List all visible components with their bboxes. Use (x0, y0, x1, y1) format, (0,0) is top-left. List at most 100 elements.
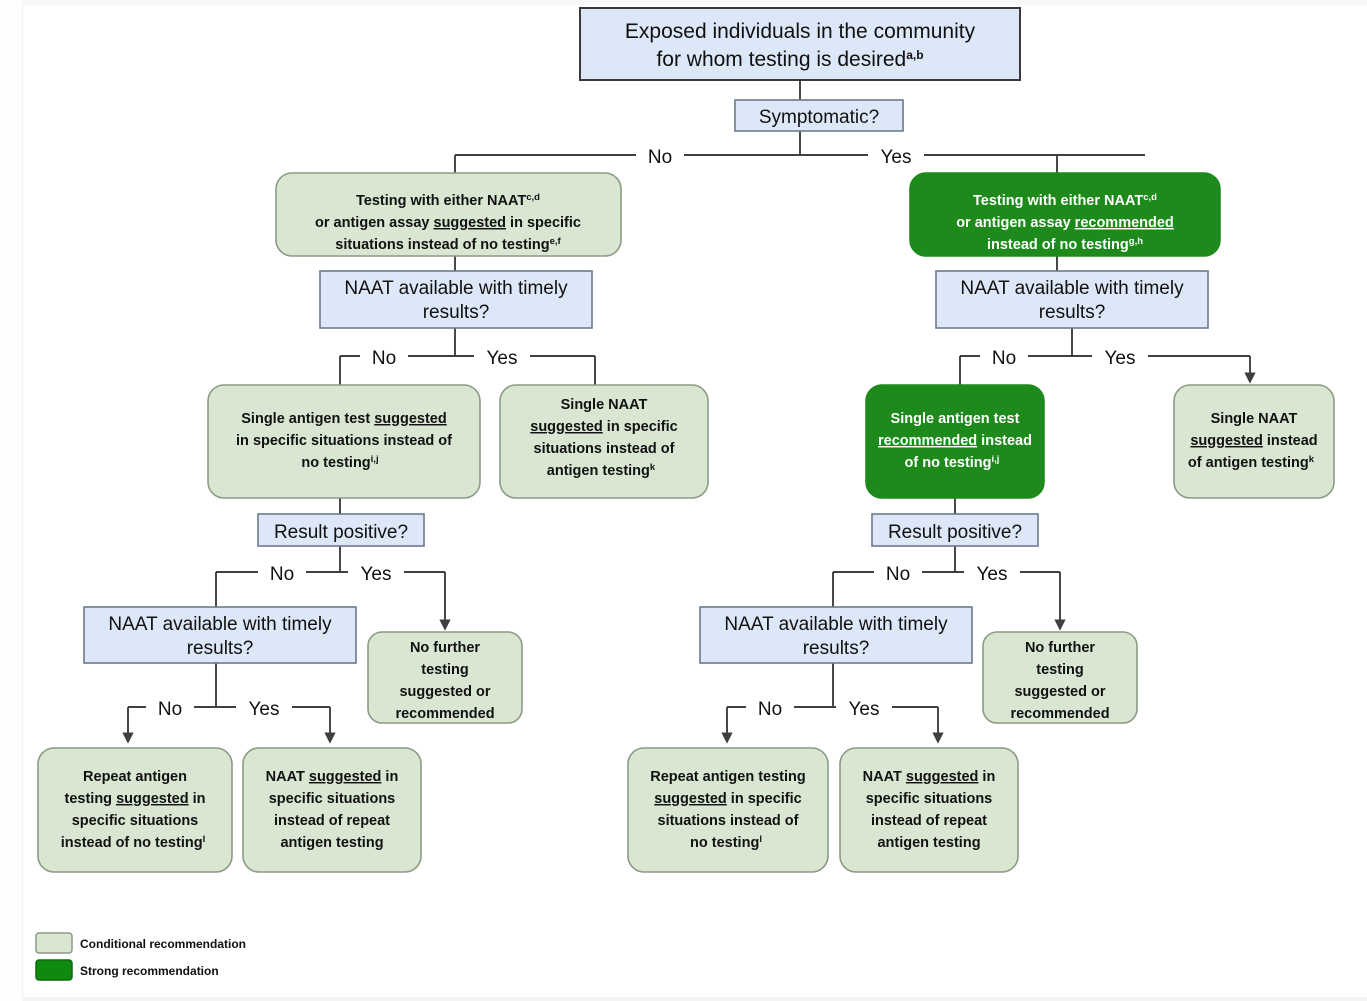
node-left-rec-top[interactable]: Testing with either NAATc,d or antigen a… (275, 172, 622, 257)
node-right-repeat-antigen-line1: Repeat antigen testing (650, 769, 806, 785)
node-left-repeat-antigen[interactable]: Repeat antigen testing suggested in spec… (37, 747, 233, 873)
branch-label-right-naat1-yes: Yes (1105, 348, 1136, 369)
node-decision-right-naat-1-line2: results? (1039, 302, 1106, 323)
node-decision-left-result-box[interactable] (257, 513, 425, 547)
legend-label-strong: Strong recommendation (80, 964, 219, 978)
node-root-box[interactable] (579, 7, 1021, 81)
node-left-naat-suggested-box[interactable] (242, 747, 422, 873)
node-right-single-naat-box[interactable] (1173, 384, 1335, 499)
node-right-single-antigen-line1: Single antigen test (891, 411, 1020, 427)
node-right-repeat-antigen-underline: suggested (654, 791, 727, 807)
node-left-naat-suggested[interactable]: NAAT suggested in specific situations in… (242, 747, 422, 873)
label-gap-12 (964, 561, 1020, 583)
node-right-rec-top-box[interactable] (909, 172, 1221, 257)
node-left-repeat-antigen-line3: specific situations (72, 813, 199, 829)
node-right-single-naat-line2: suggested instead (1190, 433, 1317, 449)
node-left-no-further-testing-box[interactable] (367, 631, 523, 724)
node-decision-left-result[interactable]: Result positive? (257, 513, 425, 547)
node-left-no-further-testing[interactable]: No further testing suggested or recommen… (367, 631, 523, 724)
label-gap-6 (348, 561, 404, 583)
label-gap-8 (236, 696, 292, 718)
node-right-single-naat-line1: Single NAAT (1211, 411, 1298, 427)
node-root-line2-text: for whom testing is desired (656, 48, 906, 71)
node-decision-left-naat-1-line1: NAAT available with timely (344, 278, 568, 299)
node-decision-left-naat-1[interactable]: NAAT available with timely results? (319, 270, 593, 329)
node-left-single-naat-sup4: k (650, 462, 656, 473)
node-decision-right-naat-1[interactable]: NAAT available with timely results? (935, 270, 1209, 329)
node-left-naat-suggested-line3: instead of repeat (274, 813, 390, 829)
node-left-repeat-antigen-underline: suggested (116, 791, 189, 807)
node-left-single-naat-box[interactable] (499, 384, 709, 499)
node-decision-right-naat-2[interactable]: NAAT available with timely results? (699, 606, 973, 664)
node-right-single-antigen-box[interactable] (865, 384, 1045, 499)
node-right-single-naat[interactable]: Single NAAT suggested instead of antigen… (1173, 384, 1335, 499)
node-right-rec-top-line1: Testing with either NAATc,d (973, 192, 1157, 210)
node-left-repeat-antigen-box[interactable] (37, 747, 233, 873)
node-left-repeat-antigen-sup4: l (203, 834, 206, 845)
legend-swatch-conditional (35, 932, 73, 954)
node-decision-right-result[interactable]: Result positive? (871, 513, 1039, 547)
node-decision-right-naat-2-line2: results? (803, 638, 870, 659)
node-left-single-antigen-box[interactable] (207, 384, 481, 499)
branch-label-symptomatic-yes: Yes (881, 147, 912, 168)
node-right-naat-suggested-underline: suggested (906, 769, 979, 785)
node-right-naat-suggested[interactable]: NAAT suggested in specific situations in… (839, 747, 1019, 873)
node-decision-right-result-box[interactable] (871, 513, 1039, 547)
node-right-rec-top-sup1: c,d (1143, 192, 1157, 203)
node-right-no-further-testing-line4: recommended (1010, 706, 1109, 722)
branch-label-left-naat2-no: No (158, 699, 182, 720)
node-left-single-naat-line1: Single NAAT (561, 397, 648, 413)
legend: Conditional recommendation Strong recomm… (35, 932, 246, 981)
branch-label-left-naat1-yes: Yes (487, 348, 518, 369)
node-left-single-naat-line3: situations instead of (534, 441, 675, 457)
node-left-rec-top-line3: situations instead of no testinge,f (335, 236, 561, 254)
label-gap-2 (868, 144, 924, 166)
node-left-no-further-testing-line4: recommended (395, 706, 494, 722)
node-right-repeat-antigen-line4-text: no testing (690, 835, 759, 851)
node-right-repeat-antigen-line3: situations instead of (658, 813, 799, 829)
node-right-rec-top-line3-text: instead of no testing (987, 237, 1129, 253)
node-right-naat-suggested-box[interactable] (839, 747, 1019, 873)
node-decision-left-naat-2[interactable]: NAAT available with timely results? (83, 606, 357, 664)
node-right-single-naat-sup3: k (1309, 454, 1315, 465)
legend-label-conditional: Conditional recommendation (80, 937, 246, 951)
node-root-line2: for whom testing is desireda,b (656, 48, 923, 71)
node-right-single-naat-line3-text: of antigen testing (1188, 455, 1309, 471)
node-right-repeat-antigen-box[interactable] (627, 747, 829, 873)
node-right-rec-top-line3: instead of no testingg,h (987, 236, 1143, 254)
node-left-single-antigen[interactable]: Single antigen test suggested in specifi… (207, 384, 481, 499)
node-decision-right-naat-1-box[interactable] (935, 270, 1209, 329)
node-decision-left-result-label: Result positive? (274, 522, 408, 543)
node-left-repeat-antigen-line4: instead of no testingl (61, 834, 205, 852)
node-left-repeat-antigen-line4-text: instead of no testing (61, 835, 203, 851)
node-left-naat-suggested-line4: antigen testing (280, 835, 383, 851)
edge-layer (122, 80, 1256, 744)
node-root[interactable]: Exposed individuals in the community for… (579, 7, 1021, 81)
node-right-no-further-testing-box[interactable] (982, 631, 1138, 724)
node-decision-left-naat-2-box[interactable] (83, 606, 357, 664)
node-decision-right-naat-2-box[interactable] (699, 606, 973, 664)
label-gap-7 (146, 696, 194, 718)
branch-label-right-naat1-no: No (992, 348, 1016, 369)
node-decision-left-naat-2-line2: results? (187, 638, 254, 659)
node-right-no-further-testing-line3: suggested or (1014, 684, 1105, 700)
node-decision-symptomatic[interactable]: Symptomatic? (734, 99, 904, 132)
node-decision-left-naat-1-box[interactable] (319, 270, 593, 329)
label-gap-3 (360, 345, 408, 367)
branch-label-layer: No Yes No Yes No Yes No Yes No Yes No Ye… (158, 147, 1136, 720)
node-decision-right-naat-1-line1: NAAT available with timely (960, 278, 1184, 299)
node-right-rec-top-line1-text: Testing with either NAAT (973, 193, 1143, 209)
node-left-rec-top-line1: Testing with either NAATc,d (356, 192, 540, 210)
node-right-no-further-testing[interactable]: No further testing suggested or recommen… (982, 631, 1138, 724)
branch-label-right-naat2-yes: Yes (849, 699, 880, 720)
node-right-single-antigen[interactable]: Single antigen test recommended instead … (865, 384, 1045, 499)
node-left-rec-top-box[interactable] (275, 172, 622, 257)
node-right-repeat-antigen[interactable]: Repeat antigen testing suggested in spec… (627, 747, 829, 873)
page-edge-left (0, 0, 23, 1001)
node-right-naat-suggested-line3: instead of repeat (871, 813, 987, 829)
node-left-single-naat[interactable]: Single NAAT suggested in specific situat… (499, 384, 709, 499)
node-right-rec-top-line2: or antigen assay recommended (956, 215, 1174, 231)
node-right-rec-top[interactable]: Testing with either NAATc,d or antigen a… (909, 172, 1221, 257)
label-gap-4 (474, 345, 530, 367)
node-decision-symptomatic-box[interactable] (734, 99, 904, 132)
